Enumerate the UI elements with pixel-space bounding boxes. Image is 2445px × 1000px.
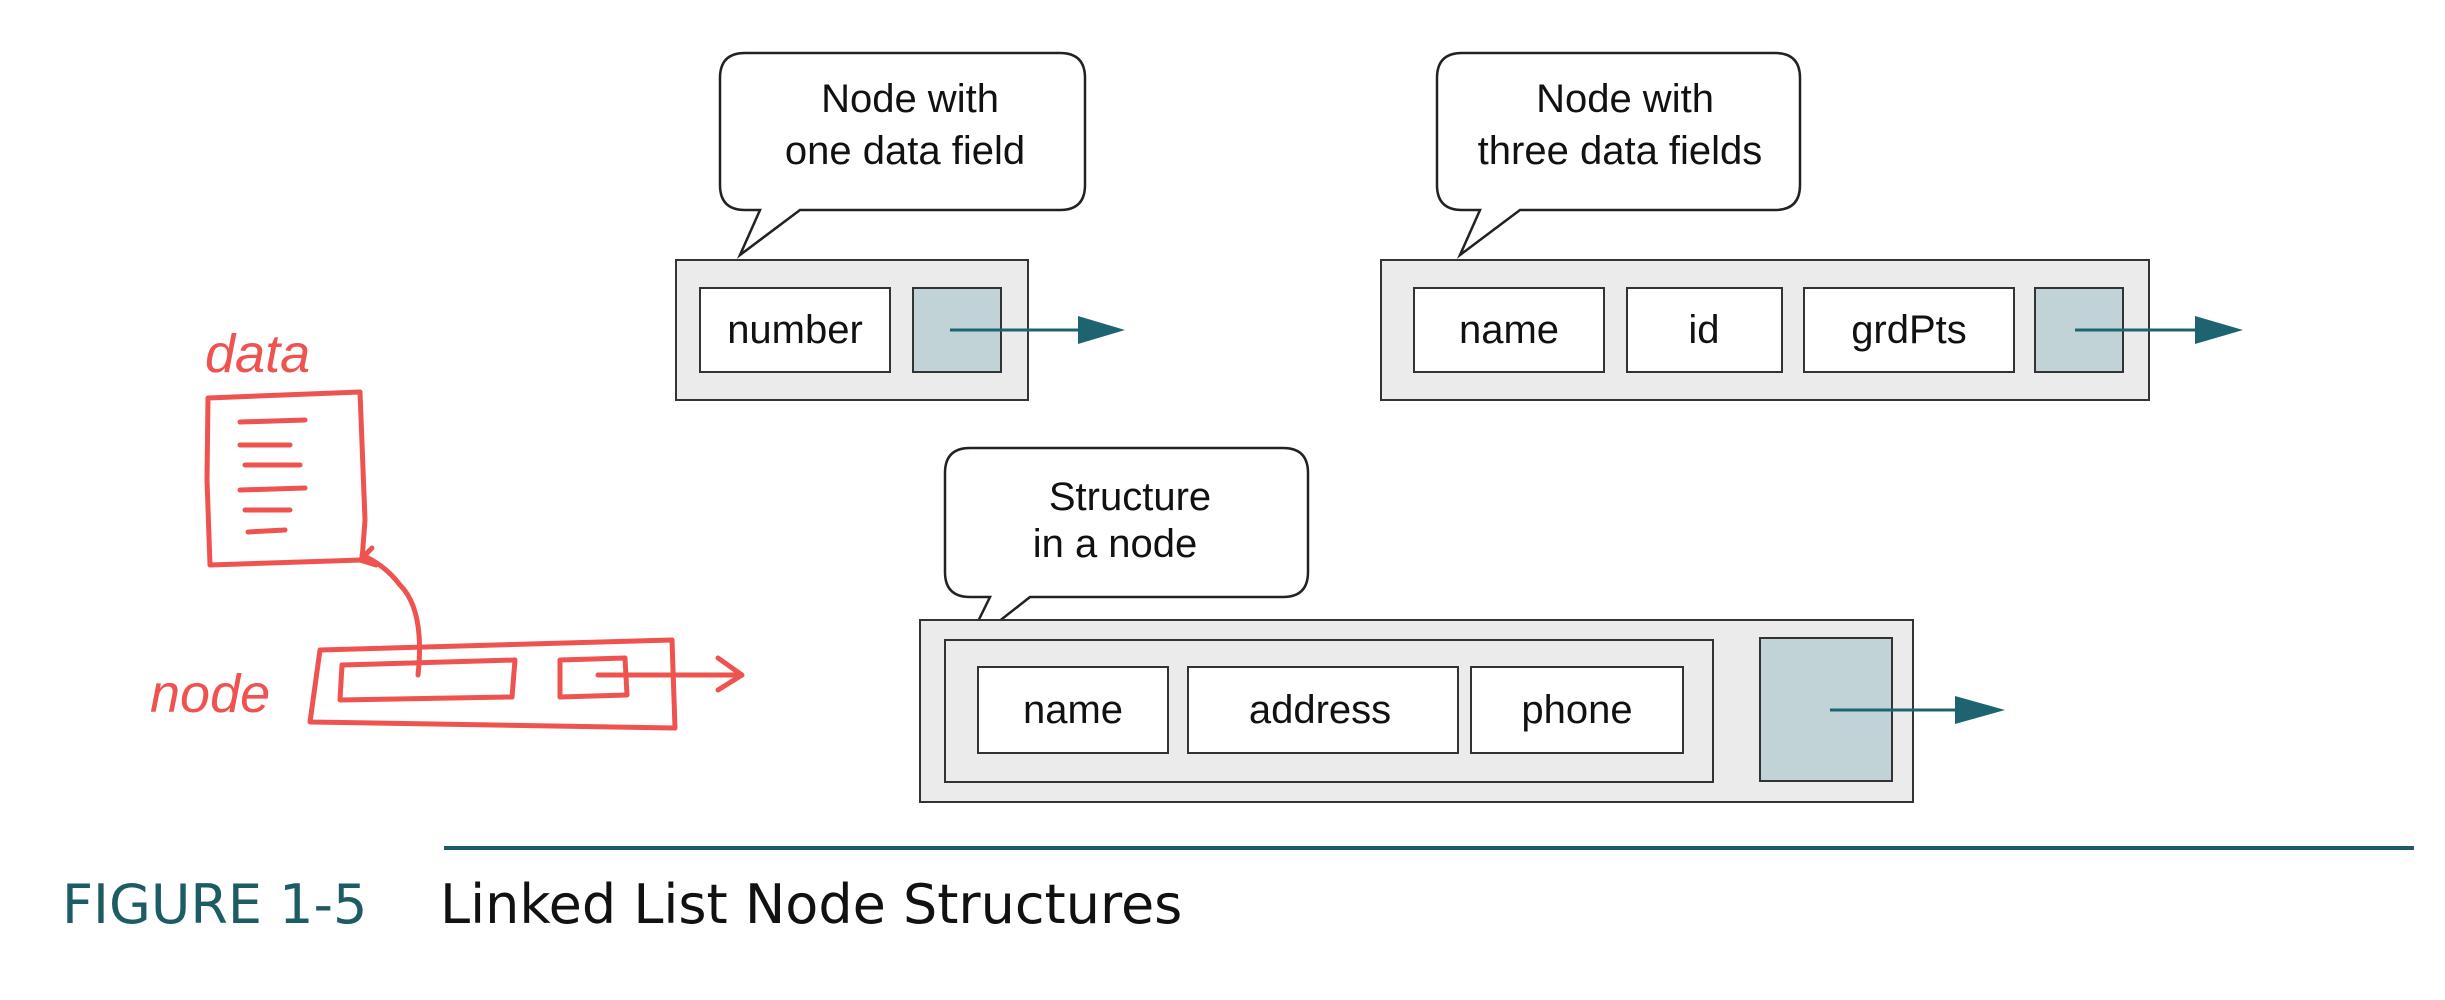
callout-structure-line2: in a node xyxy=(1033,522,1198,566)
handwritten-annotation: data node xyxy=(150,324,745,731)
field-box xyxy=(977,666,1169,754)
data-pointer-head xyxy=(357,545,379,568)
document-line xyxy=(245,527,288,535)
document-line xyxy=(237,485,308,493)
field-label-address: address xyxy=(1249,688,1391,732)
node-three-fields: name id grdPts xyxy=(1380,259,2243,401)
field-box xyxy=(1470,666,1684,754)
field-label-grdpts: grdPts xyxy=(1851,308,1967,352)
field-label-name: name xyxy=(1023,688,1123,732)
link-arrow-head xyxy=(1078,316,1125,344)
figure-label: FIGURE 1-5 xyxy=(62,873,367,936)
callout-three-fields-line2: three data fields xyxy=(1478,129,1763,173)
figure-title: Linked List Node Structures xyxy=(440,873,1182,936)
callout-structure-line1: Structure xyxy=(1049,475,1211,519)
link-arrow-head xyxy=(1955,696,2005,724)
field-label-id: id xyxy=(1688,308,1719,352)
callout-one-field-line2: one data field xyxy=(785,129,1025,173)
callout-three-fields: Node with three data fields xyxy=(1435,51,1802,259)
callout-one-field: Node with one data field xyxy=(718,51,1087,259)
field-box xyxy=(1413,287,1605,373)
field-label-phone: phone xyxy=(1521,688,1632,732)
field-label-name: name xyxy=(1459,308,1559,352)
callout-three-fields-line1: Node with xyxy=(1536,77,1714,121)
next-pointer-head xyxy=(715,655,745,693)
node-one-field: number xyxy=(675,259,1125,401)
node-sketch-data-field xyxy=(337,657,518,703)
node-structure: name address phone xyxy=(919,619,2005,803)
field-box xyxy=(1803,287,2015,373)
node-sketch-link-field xyxy=(557,655,630,700)
document-line xyxy=(237,417,308,425)
document-icon xyxy=(204,389,368,568)
data-pointer-curve xyxy=(359,552,423,678)
handwritten-data-label: data xyxy=(205,324,310,384)
field-box xyxy=(1187,666,1459,754)
field-box xyxy=(699,287,891,373)
node-sketch-outer xyxy=(307,637,678,731)
handwritten-node-label: node xyxy=(150,664,270,724)
callout-structure: Structure in a node xyxy=(943,446,1310,649)
field-label-number: number xyxy=(727,308,863,352)
field-box xyxy=(1626,287,1783,373)
link-arrow-head xyxy=(2195,316,2243,344)
callout-one-field-line1: Node with xyxy=(821,77,999,121)
